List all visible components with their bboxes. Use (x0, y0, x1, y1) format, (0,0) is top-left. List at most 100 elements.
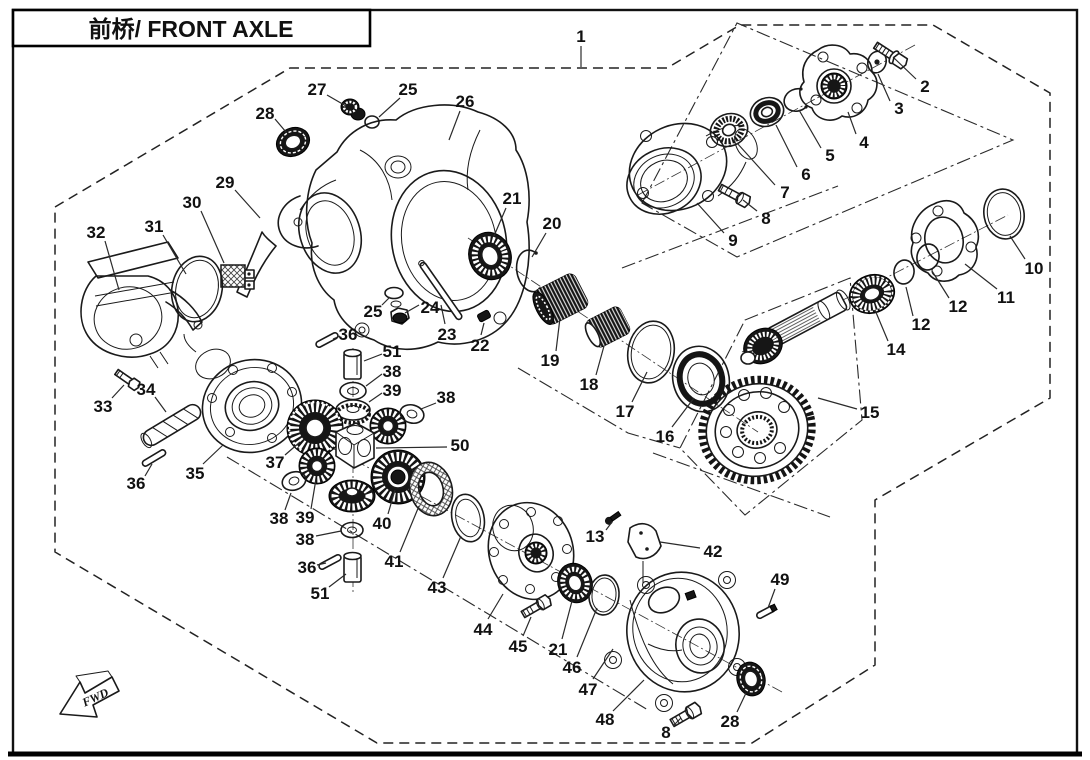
leader-line-6 (775, 124, 798, 168)
callout-1: 1 (576, 27, 585, 46)
callout-13: 13 (586, 527, 605, 546)
callout-34: 34 (137, 380, 156, 399)
leader-line-19 (555, 317, 561, 352)
leader-line-8 (742, 199, 758, 212)
fwd-direction-marker: FWD (59, 670, 120, 718)
callout-11: 11 (997, 288, 1015, 307)
leader-line-41 (399, 505, 420, 553)
callout-47: 47 (579, 680, 598, 699)
page-border (8, 8, 1082, 757)
leader-line-43 (442, 535, 462, 579)
callout-38: 38 (383, 362, 402, 381)
callout-50: 50 (451, 436, 470, 455)
leader-line-12 (931, 270, 950, 299)
callout-36: 36 (298, 558, 317, 577)
leader-line-7 (736, 142, 776, 186)
leader-line-11 (964, 263, 998, 290)
part-46-oring (588, 574, 620, 616)
leader-line-25 (381, 296, 391, 306)
leader-line-34 (154, 396, 167, 413)
callout-24: 24 (421, 298, 440, 317)
leader-line-25 (378, 97, 401, 118)
callout-5: 5 (825, 146, 834, 165)
leader-line-35 (202, 444, 224, 465)
leader-line-14 (874, 309, 889, 342)
leader-line-40 (387, 489, 396, 515)
leader-line-15 (817, 397, 858, 410)
callout-16: 16 (656, 427, 675, 446)
part-10-oring-large (983, 188, 1025, 240)
callout-23: 23 (438, 325, 457, 344)
part-39-spider-gear-lowleft (298, 447, 336, 485)
subassembly-marquees (226, 22, 1015, 711)
part-39-spider-gear-bottom (328, 479, 376, 513)
part-32-actuator-motor (80, 241, 203, 369)
marquee-link-line (621, 185, 839, 269)
title-box (11, 8, 372, 48)
callout-17: 17 (616, 402, 635, 421)
part-38-washer-right (399, 403, 425, 425)
leader-line-18 (595, 345, 605, 376)
leader-line-38 (315, 530, 342, 537)
callout-4: 4 (859, 133, 869, 152)
part-28-oil-seal-bottom (736, 661, 766, 697)
leader-line-30 (200, 210, 225, 264)
leader-line-50 (375, 446, 448, 449)
part-39-spider-gear-right (369, 407, 407, 445)
leader-line-5 (798, 109, 822, 149)
part-33-bolt (114, 368, 141, 392)
leader-line-21 (561, 600, 573, 640)
part-19-splined-coupler (532, 273, 589, 325)
leader-line-24 (404, 304, 420, 314)
callout-39: 39 (383, 381, 402, 400)
callout-33: 33 (94, 397, 113, 416)
leader-line-49 (767, 588, 776, 609)
part-28-oil-seal-left (275, 126, 311, 158)
callout-38: 38 (437, 388, 456, 407)
part-45-bolt (520, 594, 552, 619)
leader-line-10 (1009, 235, 1026, 260)
callout-28: 28 (721, 712, 740, 731)
callout-46: 46 (563, 658, 582, 677)
part-51-pivot-top (343, 348, 362, 380)
leader-line-38 (365, 373, 383, 387)
leader-line-36 (332, 335, 341, 340)
part-42-bracket (627, 522, 662, 583)
part-29-shift-fork (236, 195, 319, 298)
callout-42: 42 (704, 542, 723, 561)
callout-21: 21 (549, 640, 568, 659)
callout-45: 45 (509, 637, 528, 656)
leader-line-47 (592, 648, 614, 680)
part-36-pin-top (315, 331, 339, 349)
part-6-oil-seal (749, 96, 785, 128)
leader-line-12 (905, 286, 914, 317)
marquee-output-group (641, 22, 1015, 258)
leader-line-51 (328, 573, 347, 588)
leader-line-13 (605, 521, 613, 531)
callout-layer: 1234567891011121213141516171819202121222… (87, 27, 1044, 742)
part-15-ring-gear-assembly (698, 289, 851, 485)
part-5-snap-ring (783, 87, 808, 113)
leader-line-23 (440, 304, 446, 325)
callout-20: 20 (543, 214, 562, 233)
leader-line-32 (104, 240, 120, 291)
leader-line-38 (284, 492, 292, 511)
page-title: 前桥/ FRONT AXLE (89, 16, 294, 42)
callout-38: 38 (270, 509, 289, 528)
part-50-spider-cross (335, 422, 375, 469)
part-13-screw (604, 510, 622, 525)
callout-36: 36 (127, 474, 146, 493)
leader-line-8 (672, 717, 682, 727)
part-12-oring-a (893, 259, 915, 285)
leader-line-26 (448, 110, 461, 141)
part-41-thrust-shim (408, 461, 454, 517)
part-4-drive-flange (799, 44, 878, 121)
callout-14: 14 (887, 340, 906, 359)
leader-line-20 (531, 232, 547, 258)
callout-25: 25 (364, 302, 383, 321)
leader-line-29 (234, 189, 261, 219)
leader-line-36 (144, 463, 153, 477)
leader-line-28 (736, 692, 747, 713)
